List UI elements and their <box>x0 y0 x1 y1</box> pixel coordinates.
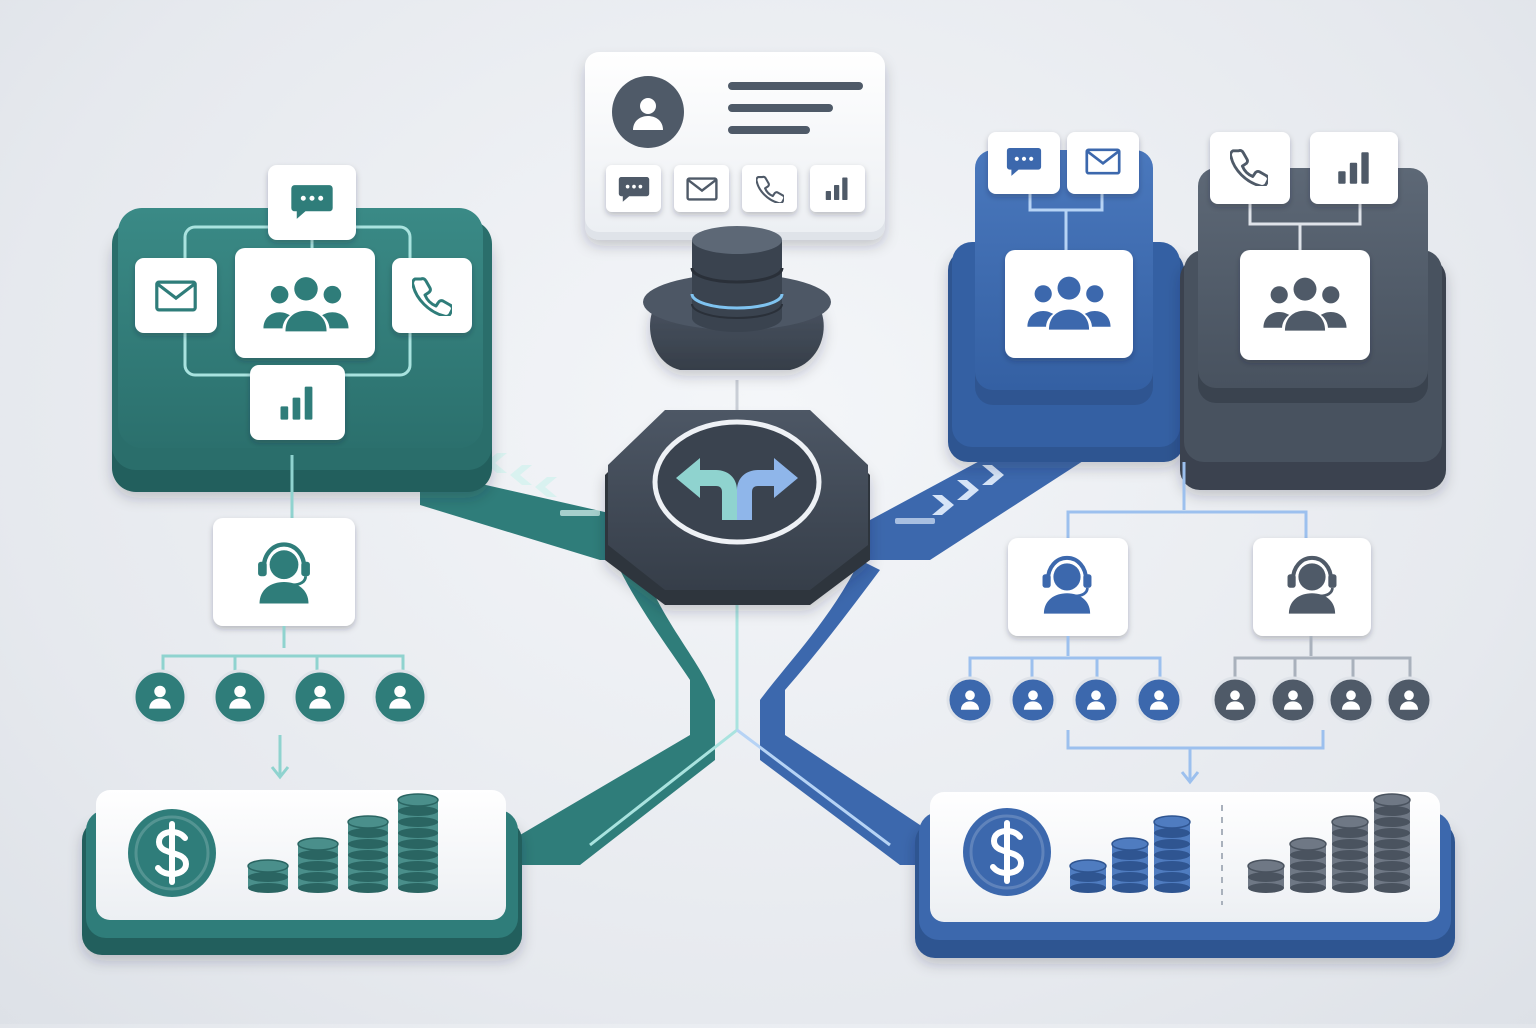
flow-paths <box>420 380 1100 865</box>
right-gray-bars-tile[interactable] <box>1310 132 1398 204</box>
team-member-avatar <box>1327 676 1375 724</box>
team-member-avatar <box>1385 676 1433 724</box>
router-node[interactable] <box>605 410 870 605</box>
team-member-avatar <box>372 669 428 725</box>
right-gray-phone-tile[interactable] <box>1210 132 1290 204</box>
left-chevrons <box>485 453 600 516</box>
coin-stack <box>1069 859 1107 893</box>
coin-stack <box>347 815 389 893</box>
right-agent-branches <box>946 462 1433 785</box>
left-down-arrow <box>270 735 290 780</box>
right-blue-agent-tile[interactable] <box>1008 538 1128 636</box>
headset-agent-icon <box>1288 558 1337 614</box>
coin-stack <box>397 793 439 893</box>
database-node[interactable] <box>643 226 831 370</box>
coin-stack <box>1111 837 1149 893</box>
left-coin-stacks <box>247 793 439 893</box>
right-blue-chat-tile[interactable] <box>988 132 1060 194</box>
right-gray-group-tile[interactable] <box>1240 250 1370 360</box>
team-member-avatar <box>1211 676 1259 724</box>
right-hub-blue-platform[interactable] <box>948 132 1184 462</box>
profile-text-lines <box>728 82 863 134</box>
left-team-members <box>132 669 428 725</box>
team-member-avatar <box>292 669 348 725</box>
left-hub-platform[interactable] <box>112 165 492 492</box>
left-hub-mail-tile[interactable] <box>135 258 217 333</box>
right-gray-agent-tile[interactable] <box>1253 538 1371 636</box>
coin-stack <box>297 837 339 893</box>
coin-stack <box>1247 859 1285 893</box>
left-hub-phone-tile[interactable] <box>392 258 472 333</box>
team-member-avatar <box>212 669 268 725</box>
team-member-avatar <box>1072 676 1120 724</box>
database-icon <box>690 226 784 332</box>
right-gray-coin-stacks <box>1247 793 1411 893</box>
headset-agent-icon <box>258 545 310 604</box>
profile-avatar-icon <box>612 76 684 148</box>
dollar-coin-icon <box>128 809 216 897</box>
coin-stack <box>1331 815 1369 893</box>
coin-stack <box>1373 793 1411 893</box>
coin-stack <box>247 859 289 893</box>
profile-channel-row <box>606 165 865 212</box>
dollar-coin-icon <box>963 808 1051 896</box>
right-seam-line <box>736 728 891 847</box>
left-hub-bars-tile[interactable] <box>250 365 345 440</box>
customer-profile-card[interactable] <box>585 52 885 240</box>
right-down-arrow <box>1066 730 1325 785</box>
left-hub-group-tile[interactable] <box>235 248 375 358</box>
split-arrow-icon <box>676 458 798 520</box>
right-blue-group-tile[interactable] <box>1005 250 1133 358</box>
left-revenue-platform[interactable] <box>82 790 522 955</box>
right-blue-mail-tile[interactable] <box>1067 132 1139 194</box>
team-member-avatar <box>132 669 188 725</box>
right-blue-coin-stacks <box>1069 815 1191 893</box>
right-hub-gray-platform[interactable] <box>1180 132 1446 490</box>
headset-agent-icon <box>1043 558 1092 614</box>
left-flow-band <box>420 470 640 560</box>
team-member-avatar <box>1009 676 1057 724</box>
coin-stack <box>1153 815 1191 893</box>
right-blue-team-members <box>946 676 1183 724</box>
team-member-avatar <box>1269 676 1317 724</box>
right-revenue-platform[interactable] <box>915 792 1455 958</box>
right-chevrons <box>895 465 1004 524</box>
right-gray-team-members <box>1211 676 1433 724</box>
right-down-flow <box>760 560 935 865</box>
left-agent-branch <box>132 455 428 780</box>
right-flow-band <box>870 450 1100 560</box>
coin-stack <box>1289 837 1327 893</box>
left-hub-chat-tile[interactable] <box>268 165 356 240</box>
team-member-avatar <box>1135 676 1183 724</box>
left-down-flow <box>520 560 715 865</box>
team-member-avatar <box>946 676 994 724</box>
left-agent-tile[interactable] <box>213 518 355 626</box>
